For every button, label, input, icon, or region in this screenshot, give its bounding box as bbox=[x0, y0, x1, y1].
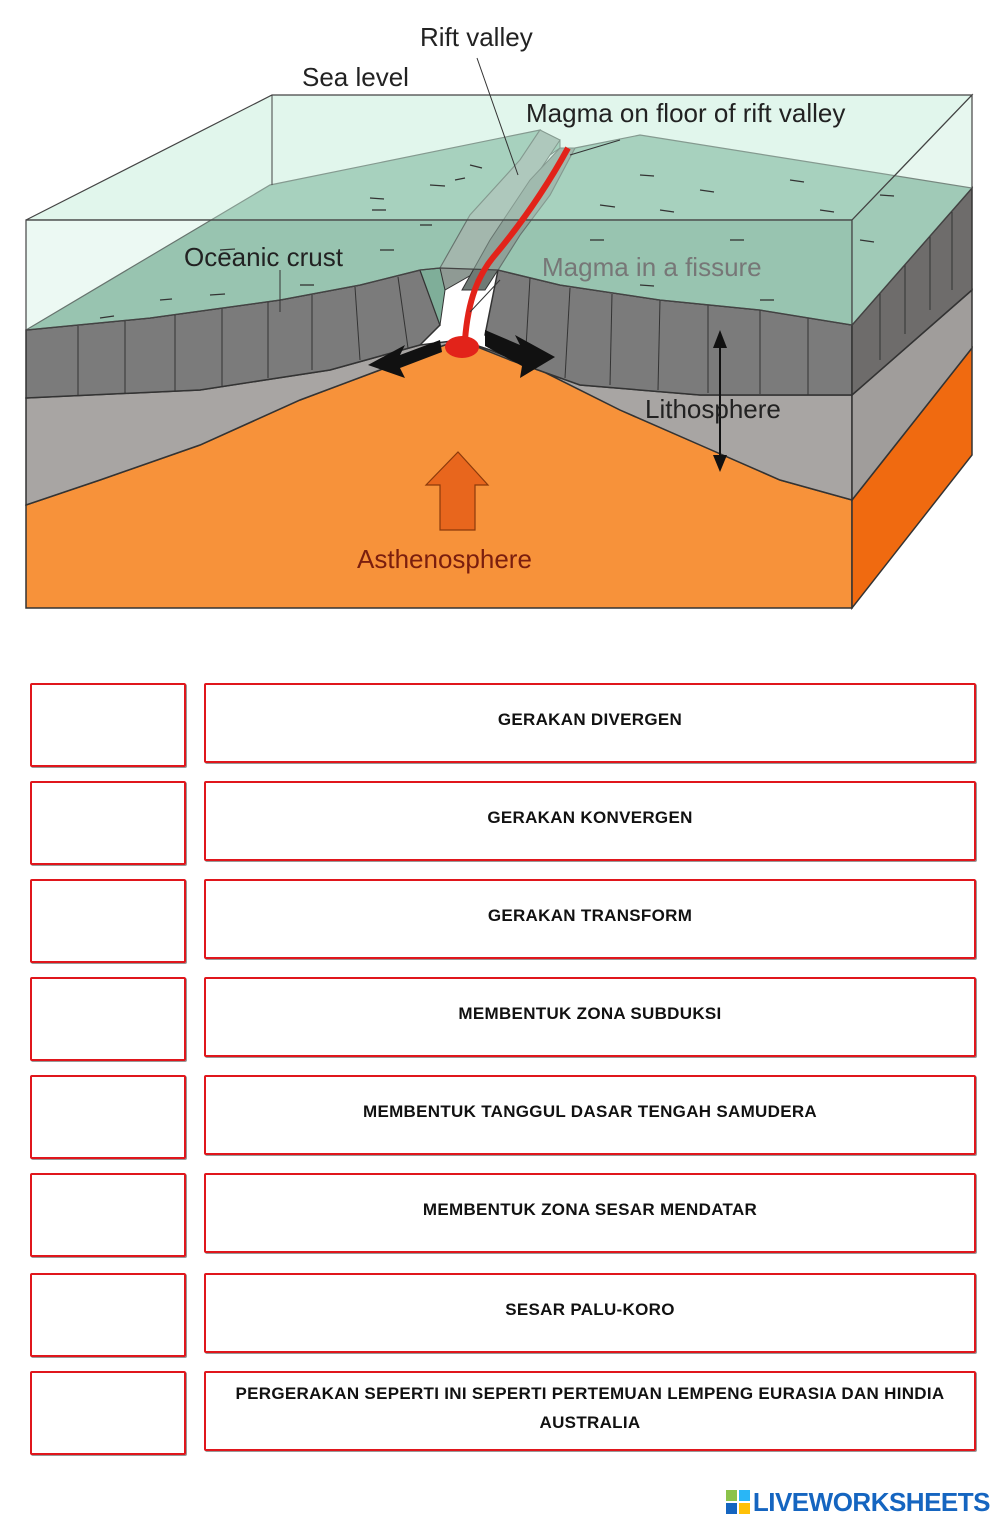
statement-text: GERAKAN DIVERGEN bbox=[497, 710, 683, 729]
label-sea-level: Sea level bbox=[302, 62, 409, 92]
liveworksheets-logo-icon bbox=[725, 1490, 750, 1514]
statement-box-2[interactable]: GERAKAN KONVERGEN bbox=[204, 781, 976, 861]
brand-name: LIVEWORKSHEETS bbox=[752, 1486, 991, 1517]
match-row-6: MEMBENTUK ZONA SESAR MENDATAR bbox=[30, 1173, 980, 1258]
upwelling-arrow bbox=[424, 451, 490, 531]
statement-box-7[interactable]: SESAR PALU-KORO bbox=[204, 1273, 976, 1353]
label-magma-fissure: Magma in a fissure bbox=[542, 252, 762, 282]
lithosphere-front bbox=[25, 339, 853, 507]
answer-drop-box-1[interactable] bbox=[30, 683, 186, 767]
label-rift-valley: Rift valley bbox=[420, 22, 533, 52]
statement-text: SESAR PALU-KORO bbox=[505, 1300, 675, 1319]
match-row-4: MEMBENTUK ZONA SUBDUKSI bbox=[30, 977, 980, 1062]
statement-box-1[interactable]: GERAKAN DIVERGEN bbox=[204, 683, 976, 763]
match-row-3: GERAKAN TRANSFORM bbox=[30, 879, 980, 964]
statement-box-8[interactable]: PERGERAKAN SEPERTI INI SEPERTI PERTEMUAN… bbox=[204, 1371, 976, 1451]
label-asthenosphere: Asthenosphere bbox=[357, 544, 532, 574]
match-row-7: SESAR PALU-KORO bbox=[30, 1273, 980, 1358]
statement-text: MEMBENTUK TANGGUL DASAR TENGAH SAMUDERA bbox=[362, 1102, 817, 1121]
statement-box-5[interactable]: MEMBENTUK TANGGUL DASAR TENGAH SAMUDERA bbox=[204, 1075, 976, 1155]
answer-drop-box-7[interactable] bbox=[30, 1273, 186, 1357]
statement-box-6[interactable]: MEMBENTUK ZONA SESAR MENDATAR bbox=[204, 1173, 976, 1253]
label-lithosphere: Lithosphere bbox=[645, 394, 781, 424]
statement-text: MEMBENTUK ZONA SUBDUKSI bbox=[458, 1004, 722, 1023]
floor-texture bbox=[99, 164, 895, 319]
answer-drop-box-8[interactable] bbox=[30, 1371, 186, 1455]
statement-text: MEMBENTUK ZONA SESAR MENDATAR bbox=[422, 1200, 758, 1219]
label-magma-floor: Magma on floor of rift valley bbox=[526, 98, 845, 128]
answer-drop-box-4[interactable] bbox=[30, 977, 186, 1061]
statement-text: GERAKAN KONVERGEN bbox=[487, 808, 693, 827]
rift-valley-diagram: Rift valley Sea level Magma on floor of … bbox=[25, 22, 974, 611]
statement-text: PERGERAKAN SEPERTI INI SEPERTI PERTEMUAN… bbox=[235, 1384, 945, 1432]
magma-fissure bbox=[462, 146, 571, 341]
answer-drop-box-5[interactable] bbox=[30, 1075, 186, 1159]
match-row-8: PERGERAKAN SEPERTI INI SEPERTI PERTEMUAN… bbox=[30, 1371, 980, 1456]
arrow-left bbox=[368, 340, 442, 378]
liveworksheets-brand[interactable]: LIVEWORKSHEETS bbox=[725, 1486, 991, 1517]
answer-drop-box-6[interactable] bbox=[30, 1173, 186, 1257]
sea-water-side bbox=[851, 93, 973, 327]
sea-water-front bbox=[25, 219, 853, 331]
arrow-right bbox=[485, 330, 555, 378]
answer-drop-box-2[interactable] bbox=[30, 781, 186, 865]
magma-chamber bbox=[445, 336, 479, 358]
match-row-2: GERAKAN KONVERGEN bbox=[30, 781, 980, 866]
answer-drop-box-3[interactable] bbox=[30, 879, 186, 963]
statement-text: GERAKAN TRANSFORM bbox=[487, 906, 693, 925]
label-oceanic-crust: Oceanic crust bbox=[184, 242, 344, 272]
leader-lines bbox=[279, 57, 621, 313]
match-row-5: MEMBENTUK TANGGUL DASAR TENGAH SAMUDERA bbox=[30, 1075, 980, 1160]
statement-box-4[interactable]: MEMBENTUK ZONA SUBDUKSI bbox=[204, 977, 976, 1057]
match-row-1: GERAKAN DIVERGEN bbox=[30, 683, 980, 768]
crust-segments bbox=[77, 212, 953, 396]
statement-box-3[interactable]: GERAKAN TRANSFORM bbox=[204, 879, 976, 959]
